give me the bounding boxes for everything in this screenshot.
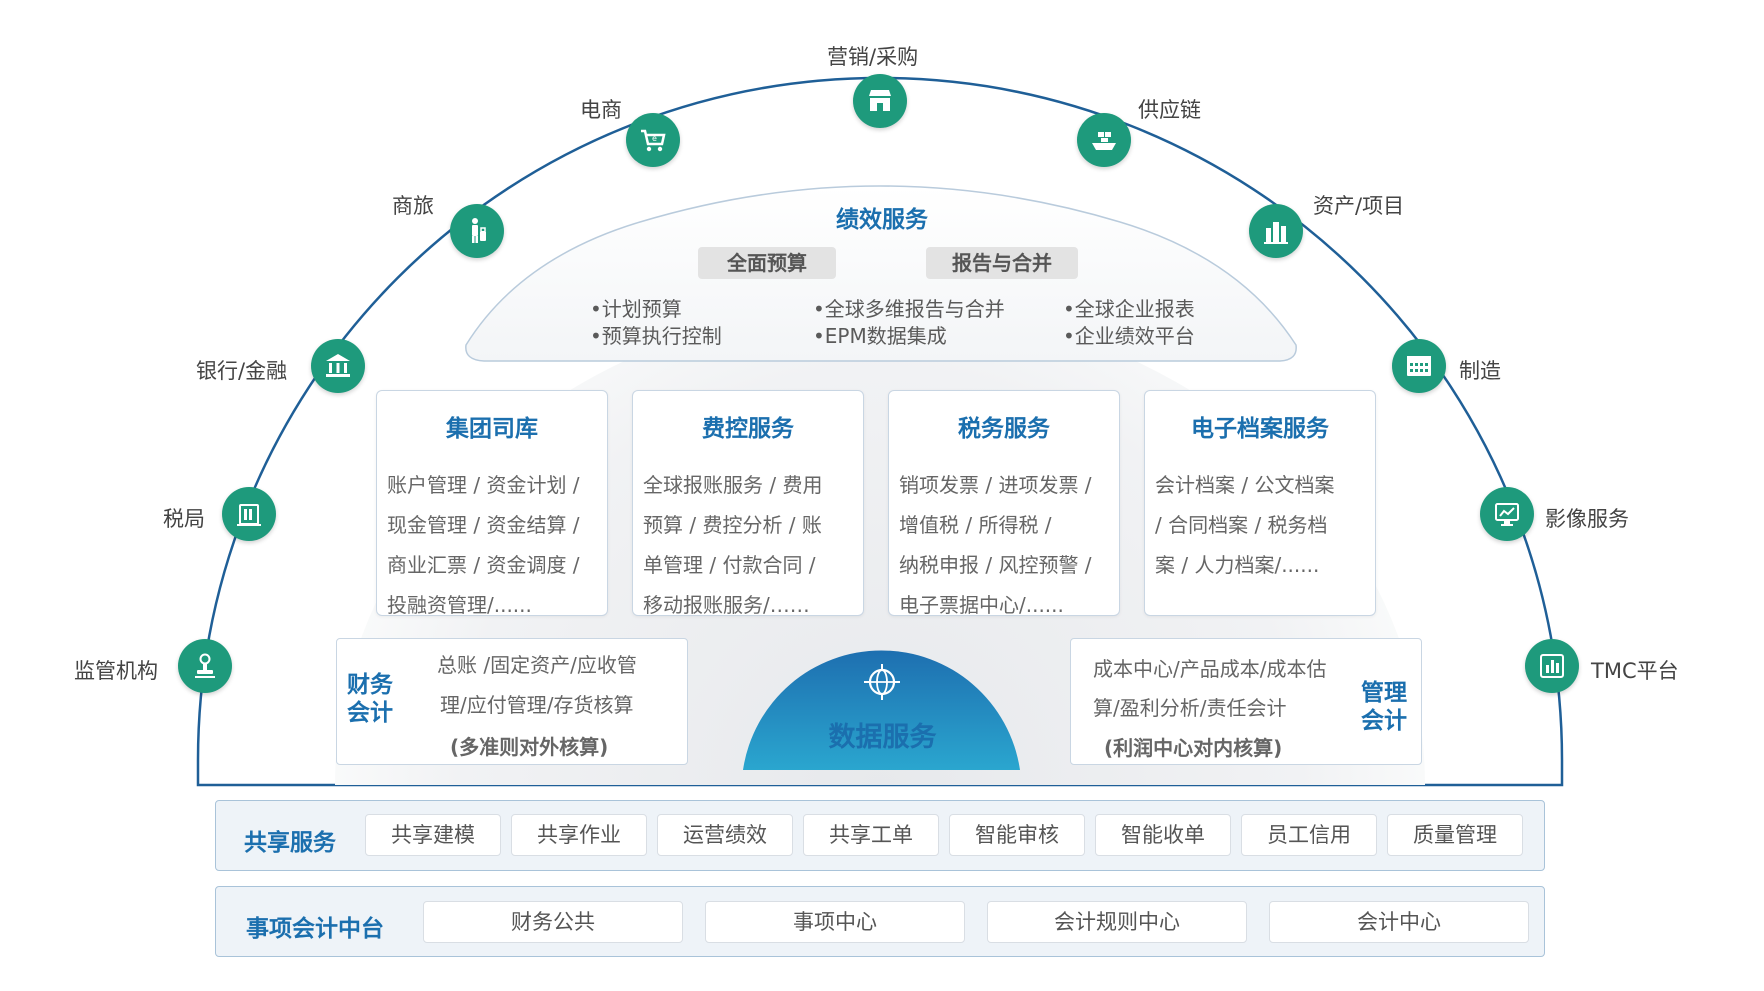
shared-service-item[interactable]: 智能审核 (949, 814, 1085, 856)
ship-icon[interactable] (1077, 113, 1131, 167)
stamp-icon[interactable] (178, 639, 232, 693)
card-line: / 合同档案 / 税务档 (1155, 513, 1328, 537)
shared-service-item[interactable]: 质量管理 (1387, 814, 1523, 856)
tag-report-consolidation[interactable]: 报告与合并 (926, 247, 1078, 279)
node-label-manufacture: 制造 (1459, 359, 1501, 383)
card-line: 纳税申报 / 风控预警 / (899, 553, 1092, 577)
bank-icon[interactable] (311, 339, 365, 393)
accounting-platform-title: 事项会计中台 (246, 916, 384, 942)
shared-service-item[interactable]: 共享建模 (365, 814, 501, 856)
node-label-supply: 供应链 (1138, 98, 1201, 122)
traveler-icon[interactable] (450, 204, 504, 258)
card-line: 商业汇票 / 资金调度 / (387, 553, 580, 577)
card-line: 案 / 人力档案/...... (1155, 553, 1320, 577)
card-title: 集团司库 (446, 416, 538, 442)
card-line: 移动报账服务/…… (643, 593, 810, 617)
financial-accounting-line: 理/应付管理/存货核算 (440, 693, 634, 717)
node-label-marketing: 营销/采购 (827, 45, 919, 69)
card-line: 预算 / 费控分析 / 账 (643, 513, 822, 537)
performance-title: 绩效服务 (836, 207, 928, 233)
accounting-platform-item[interactable]: 财务公共 (423, 901, 683, 943)
globe-target-icon (862, 662, 902, 702)
bullet-item: •全球企业报表 (1063, 297, 1195, 321)
bullet-item: •预算执行控制 (590, 324, 722, 348)
cart-icon[interactable]: e (626, 113, 680, 167)
card-line: 投融资管理/...... (387, 593, 532, 617)
node-label-tax-bureau: 税局 (163, 507, 205, 531)
shared-service-item[interactable]: 运营绩效 (657, 814, 793, 856)
card-line: 现金管理 / 资金结算 / (387, 513, 580, 537)
card-line: 会计档案 / 公文档案 (1155, 473, 1335, 497)
card-title: 税务服务 (958, 416, 1050, 442)
node-label-ecommerce: 电商 (580, 98, 622, 122)
data-service-dome (743, 650, 1020, 770)
factory-icon[interactable] (1392, 339, 1446, 393)
financial-accounting-title: 财务 会计 (347, 671, 393, 727)
card-expense[interactable]: 费控服务 全球报账服务 / 费用 预算 / 费控分析 / 账 单管理 / 付款合… (632, 390, 864, 617)
accounting-platform-item[interactable]: 会计规则中心 (987, 901, 1247, 943)
node-label-bank: 银行/金融 (196, 359, 288, 383)
card-line: 电子票据中心/...... (899, 593, 1064, 617)
store-icon[interactable] (853, 74, 907, 128)
management-accounting-line: 算/盈利分析/责任会计 (1093, 696, 1287, 720)
title-line: 财务 (347, 672, 393, 698)
card-line: 单管理 / 付款合同 / (643, 553, 816, 577)
shared-services-title: 共享服务 (244, 830, 336, 856)
bullet-group-budget: •计划预算 •预算执行控制 (590, 296, 722, 350)
svg-text:e: e (652, 134, 657, 143)
data-service-label[interactable]: 数据服务 (828, 722, 937, 753)
card-e-archive[interactable]: 电子档案服务 会计档案 / 公文档案 / 合同档案 / 税务档 案 / 人力档案… (1144, 390, 1376, 616)
bullet-item: •EPM数据集成 (813, 324, 947, 348)
accounting-platform-item[interactable]: 事项中心 (705, 901, 965, 943)
title-line: 会计 (347, 700, 393, 726)
card-title: 费控服务 (702, 416, 794, 442)
shared-service-item[interactable]: 智能收单 (1095, 814, 1231, 856)
shared-service-item[interactable]: 员工信用 (1241, 814, 1377, 856)
node-label-tmc: TMC平台 (1591, 659, 1679, 683)
financial-accounting-line: 总账 /固定资产/应收管 (437, 653, 637, 677)
monitor-icon[interactable] (1480, 487, 1534, 541)
financial-accounting-box[interactable]: 财务 会计 总账 /固定资产/应收管 理/应付管理/存货核算 (多准则对外核算) (336, 638, 688, 765)
building-icon[interactable] (1249, 204, 1303, 258)
card-treasury[interactable]: 集团司库 账户管理 / 资金计划 / 现金管理 / 资金结算 / 商业汇票 / … (376, 390, 608, 617)
card-line: 销项发票 / 进项发票 / (899, 473, 1092, 497)
title-line: 会计 (1361, 708, 1407, 734)
management-accounting-line: 成本中心/产品成本/成本估 (1093, 657, 1327, 681)
node-label-image: 影像服务 (1545, 507, 1629, 531)
title-line: 管理 (1361, 680, 1407, 706)
performance-arch (465, 185, 1297, 362)
shared-services-bar: 共享服务 共享建模 共享作业 运营绩效 共享工单 智能审核 智能收单 员工信用 … (215, 800, 1545, 871)
bullet-group-enterprise: •全球企业报表 •企业绩效平台 (1063, 296, 1195, 350)
bullet-group-report: •全球多维报告与合并 •EPM数据集成 (813, 296, 1005, 350)
tax-office-icon[interactable] (222, 487, 276, 541)
shared-service-item[interactable]: 共享作业 (511, 814, 647, 856)
management-accounting-note: (利润中心对内核算) (1104, 736, 1283, 760)
node-label-asset: 资产/项目 (1313, 194, 1405, 218)
bullet-item: •全球多维报告与合并 (813, 297, 1005, 321)
bullet-item: •计划预算 (590, 297, 682, 321)
management-accounting-title: 管理 会计 (1361, 679, 1407, 735)
card-line: 增值税 / 所得税 / (899, 513, 1052, 537)
card-line: 全球报账服务 / 费用 (643, 473, 823, 497)
chart-icon[interactable] (1525, 639, 1579, 693)
management-accounting-box[interactable]: 成本中心/产品成本/成本估 算/盈利分析/责任会计 (利润中心对内核算) 管理 … (1070, 638, 1422, 765)
accounting-platform-bar: 事项会计中台 财务公共 事项中心 会计规则中心 会计中心 (215, 886, 1545, 957)
financial-accounting-note: (多准则对外核算) (450, 735, 609, 759)
card-title: 电子档案服务 (1191, 416, 1329, 442)
accounting-platform-item[interactable]: 会计中心 (1269, 901, 1529, 943)
card-line: 账户管理 / 资金计划 / (387, 473, 580, 497)
tag-budget[interactable]: 全面预算 (698, 247, 836, 279)
shared-service-item[interactable]: 共享工单 (803, 814, 939, 856)
card-tax[interactable]: 税务服务 销项发票 / 进项发票 / 增值税 / 所得税 / 纳税申报 / 风控… (888, 390, 1120, 617)
bullet-item: •企业绩效平台 (1063, 324, 1195, 348)
node-label-regulator: 监管机构 (74, 659, 158, 683)
node-label-travel: 商旅 (392, 194, 434, 218)
